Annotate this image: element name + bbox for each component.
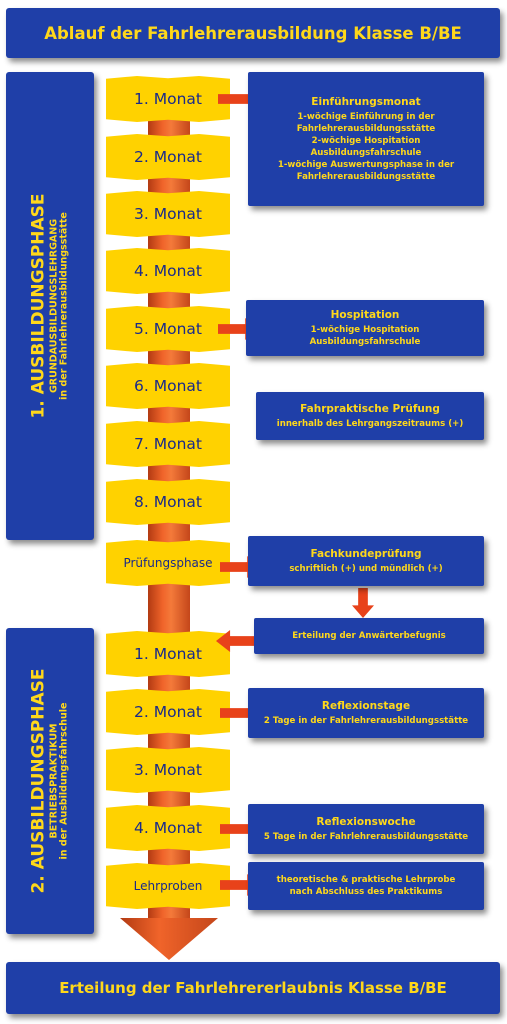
note-line: Fahrlehrerausbildungsstätte [296,172,436,183]
step-phase2-month-4: 4. Monat [106,805,230,851]
note-line: schriftlich (+) und mündlich (+) [289,564,443,575]
step-phase1-month-8: 8. Monat [106,479,230,525]
phase1-title: 1. AUSBILDUNGSPHASE [28,193,49,419]
note-reflexionstage: Reflexionstage 2 Tage in der Fahrlehrera… [248,688,484,738]
note-line: 1-wöchige Hospitation [310,325,420,336]
note-lehrprobe: theoretische & praktische Lehrprobe nach… [248,862,484,910]
step-phase1-month-4: 4. Monat [106,248,230,294]
note-line: 2 Tage in der Fahrlehrerausbildungsstätt… [263,716,469,727]
step-phase2-month-3: 3. Monat [106,747,230,793]
note-line: Ausbildungsfahrschule [310,148,422,159]
phase2-box: 2. AUSBILDUNGSPHASE BETRIEBSPRAKTIKUM in… [6,628,94,934]
note-title: Hospitation [330,308,400,321]
step-phase1-month-3: 3. Monat [106,191,230,237]
note-hospitation: Hospitation 1-wöchige Hospitation Ausbil… [246,300,484,356]
note-line: 2-wöchige Hospitation [311,136,421,147]
note-line: nach Abschluss des Praktikums [289,887,443,897]
step-phase1-month-6: 6. Monat [106,363,230,409]
step-phase1-month-5: 5. Monat [106,306,230,352]
note-fahrpraktische-pruefung: Fahrpraktische Prüfung innerhalb des Leh… [256,392,484,440]
note-line: 1-wöchige Auswertungsphase in der [277,160,455,171]
note-line: innerhalb des Lehrgangszeitraums (+) [276,419,464,430]
note-einfuehrungsmonat: Einführungsmonat 1-wöchige Einführung in… [248,72,484,206]
note-reflexionswoche: Reflexionswoche 5 Tage in der Fahrlehrer… [248,804,484,854]
note-line: 1-wöchige Einführung in der [297,112,435,123]
note-line: Erteilung der Anwärterbefugnis [292,630,446,641]
timeline-arrow-head [120,918,218,960]
step-phase2-month-2: 2. Monat [106,689,230,735]
step-phase1-month-2: 2. Monat [106,134,230,180]
phase1-subtitle2: in der Fahrlehrerausbildungsstätte [58,212,70,400]
step-phase1-month-7: 7. Monat [106,421,230,467]
step-phase2-month-1: 1. Monat [106,631,230,677]
title-banner: Ablauf der Fahrlehrerausbildung Klasse B… [6,8,500,58]
note-fachkundepruefung: Fachkundeprüfung schriftlich (+) und mün… [248,536,484,586]
step-phase1-month-1: 1. Monat [106,76,230,122]
note-title: Fachkundeprüfung [310,547,422,560]
note-anwaerterbefugnis: Erteilung der Anwärterbefugnis [254,618,484,654]
note-line: 5 Tage in der Fahrlehrerausbildungsstätt… [263,832,469,843]
phase2-subtitle2: in der Ausbildungsfahrschule [58,702,70,860]
phase2-title: 2. AUSBILDUNGSPHASE [28,668,49,894]
note-title: Einführungsmonat [311,95,421,108]
step-pruefungsphase: Prüfungsphase [106,540,230,586]
step-lehrproben: Lehrproben [106,863,230,909]
phase2-label: 2. AUSBILDUNGSPHASE BETRIEBSPRAKTIKUM in… [28,668,70,894]
phase1-label: 1. AUSBILDUNGSPHASE GRUNDAUSBILDUNGSLEHR… [28,193,70,419]
final-banner: Erteilung der Fahrlehrererlaubnis Klasse… [6,962,500,1014]
note-title: Reflexionswoche [316,815,416,828]
note-title: Reflexionstage [321,699,411,712]
phase1-box: 1. AUSBILDUNGSPHASE GRUNDAUSBILDUNGSLEHR… [6,72,94,540]
note-line: theoretische & praktische Lehrprobe [276,874,456,885]
note-title: Fahrpraktische Prüfung [300,402,440,415]
note-line: Ausbildungsfahrschule [309,337,421,348]
arrow-down-icon [352,588,374,618]
note-line: Fahrlehrerausbildungsstätte [296,124,436,135]
